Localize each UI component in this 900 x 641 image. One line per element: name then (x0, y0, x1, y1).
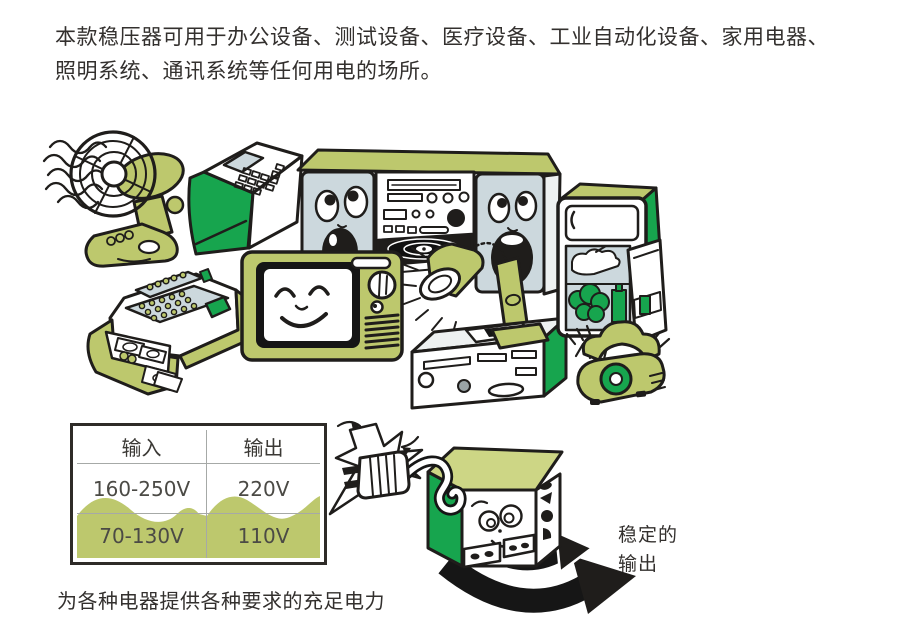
cash-register-icon (86, 268, 248, 396)
output-arrows-icon (438, 529, 636, 614)
fridge-door (626, 238, 668, 344)
stereo-controls (383, 179, 470, 234)
tv-smiley-face (274, 285, 330, 328)
table-cell: 110V (237, 524, 290, 548)
refrigerator-icon (556, 182, 668, 361)
stabilizer-outlets (462, 533, 536, 569)
intro-text: 本款稳压器可用于办公设备、测试设备、医疗设备、工业自动化设备、家用电器、 照明系… (55, 25, 829, 83)
stable-output-label: 稳定的 输出 (618, 524, 679, 575)
fridge-chicken (571, 248, 621, 276)
pos-keypad (233, 163, 285, 196)
register-display-dots (146, 271, 187, 291)
table-cell: 70-130V (77, 514, 207, 558)
table-row: 160-250V 220V (77, 464, 320, 514)
table-header-output: 输出 (243, 436, 284, 460)
phone-ring-lines (565, 324, 671, 349)
register-keypad-dots (138, 290, 198, 322)
electric-fan-icon (42, 130, 185, 268)
left-speaker-face (314, 185, 369, 276)
right-speaker-face (487, 190, 538, 285)
phone-dial (599, 362, 633, 396)
table-header-input: 输入 (77, 430, 207, 463)
table-cell: 220V (237, 476, 290, 501)
voltage-wave-icon (77, 496, 320, 558)
stereo-system-icon (296, 148, 562, 296)
table-header-row: 输入 输出 (77, 430, 320, 464)
wind-lines-icon (42, 139, 108, 210)
vcr-player-icon (410, 316, 568, 410)
tv-vents (364, 313, 400, 350)
lamp-rays (397, 247, 457, 337)
spark-burst-icon (328, 420, 424, 516)
voltage-table: 输入 输出 160-250V 220V 70-130V 110V (70, 423, 327, 565)
phone-handset (581, 320, 661, 362)
caption-text: 为各种电器提供各种要求的充足电力 (57, 589, 385, 613)
telephone-icon (565, 320, 671, 405)
voltage-stabilizer-icon (426, 446, 564, 569)
desk-lamp-icon (397, 241, 530, 338)
plug-ribs (369, 454, 397, 497)
television-icon (240, 250, 404, 362)
stabilizer-face (470, 500, 523, 548)
pos-terminal-icon (187, 141, 304, 256)
stabilizer-side-icons (540, 482, 553, 540)
turntable-record (387, 238, 461, 260)
fridge-motion-lines (574, 342, 609, 361)
vcr-controls (417, 350, 537, 398)
power-plug-icon (342, 450, 467, 516)
table-row: 70-130V 110V (77, 514, 320, 558)
fridge-broccoli (568, 283, 610, 323)
lamp-base (490, 322, 550, 350)
table-cell: 160-250V (77, 464, 207, 513)
